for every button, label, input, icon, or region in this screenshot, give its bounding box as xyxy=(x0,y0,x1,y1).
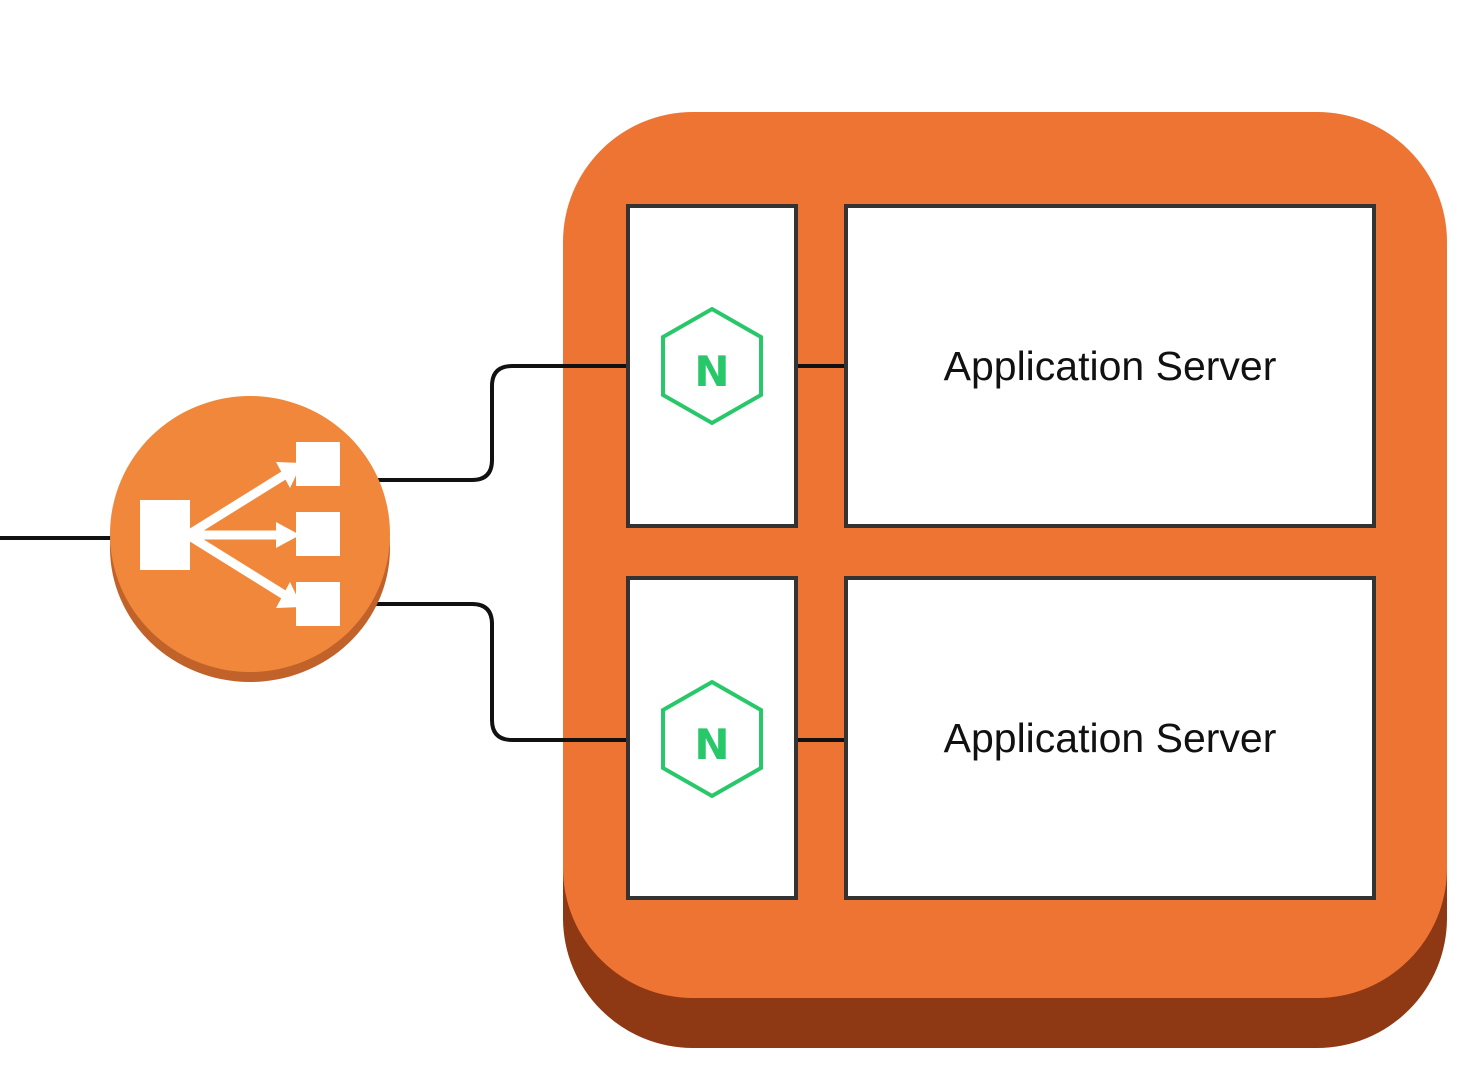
load-balancer-icon xyxy=(110,396,390,682)
nginx-letter: N xyxy=(694,347,729,396)
application-server-label: Application Server xyxy=(944,715,1277,761)
application-server-label: Application Server xyxy=(944,343,1277,389)
application-server-box: Application Server xyxy=(844,576,1376,900)
nginx-hexagon-icon: N xyxy=(661,679,763,799)
connector-lb-to-proxy-1 xyxy=(378,364,628,482)
proxy-box: N xyxy=(626,204,798,528)
nginx-hexagon-icon: N xyxy=(661,306,763,426)
proxy-box: N xyxy=(626,576,798,900)
connector-lb-to-proxy-2 xyxy=(376,602,628,742)
application-server-box: Application Server xyxy=(844,204,1376,528)
nginx-letter: N xyxy=(694,720,729,769)
connectors xyxy=(0,364,846,742)
